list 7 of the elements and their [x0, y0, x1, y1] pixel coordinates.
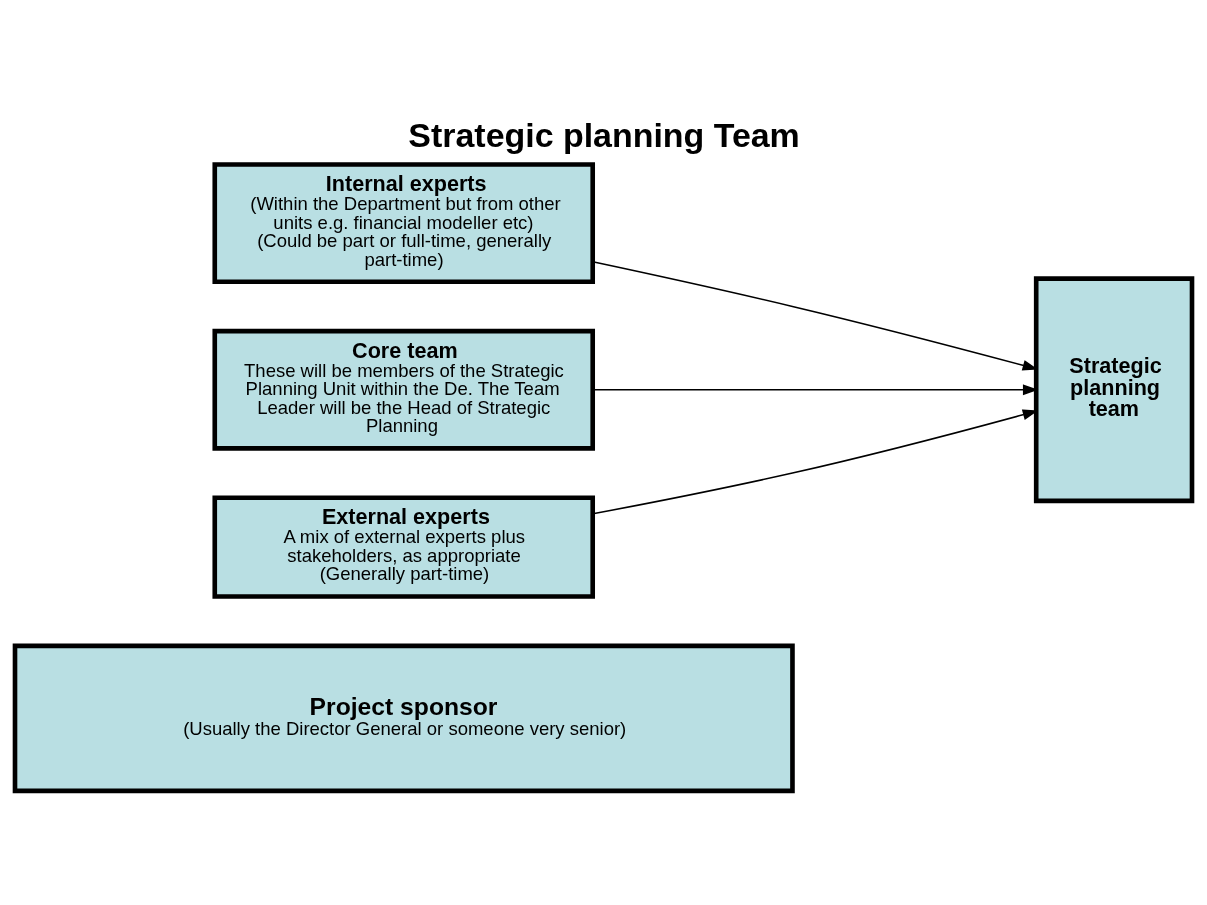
diagram-title: Strategic planning Team	[408, 115, 800, 154]
node-box: External experts A mix of external experts plus stakeholders, as appropriate (Generally part-time)	[212, 494, 595, 599]
node-box: Strategic planning team	[1033, 275, 1195, 503]
arrow	[592, 383, 1039, 395]
node-box: Project sponsor (Usually the Director General or someone very senior)	[12, 643, 795, 793]
node-box: Core team These will be members of the Strategic Planning Unit within the De. The Team Leader will be the Head of Strategic Planning	[212, 328, 595, 451]
node-box: Internal experts (Within the Department but from other units e.g. financial modeller etc) (Could be part or full-time, generally part-time)	[212, 161, 595, 284]
